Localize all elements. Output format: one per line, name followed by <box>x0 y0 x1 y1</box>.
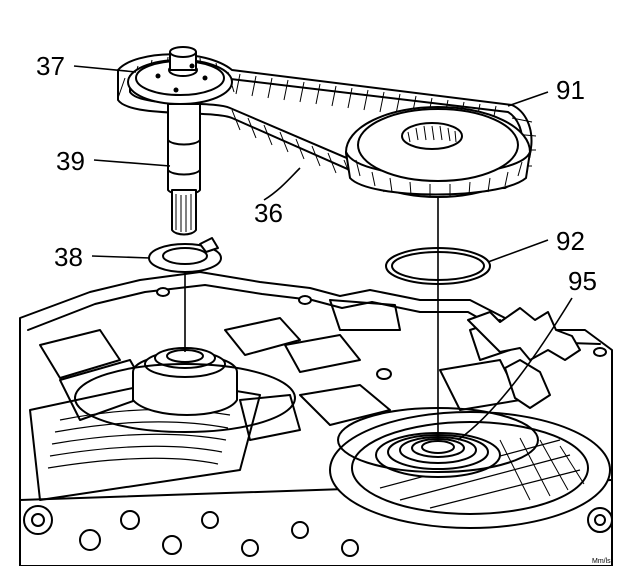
thrust-bearing-92 <box>385 247 491 285</box>
driven-shaft-39 <box>167 103 201 236</box>
callout-36: 36 <box>254 198 283 228</box>
callout-91: 91 <box>556 75 585 105</box>
callout-39: 39 <box>56 146 85 176</box>
callout-37: 37 <box>36 51 65 81</box>
drawing-id-mark: Mm/ls <box>592 558 611 565</box>
drive-sprocket-37 <box>127 46 233 105</box>
thrust-washer-38 <box>148 237 222 273</box>
callout-labels: 37 39 38 36 91 92 95 <box>36 51 597 296</box>
callout-95: 95 <box>568 266 597 296</box>
callout-92: 92 <box>556 226 585 256</box>
transaxle-case <box>19 271 613 566</box>
assembly-axis-lines <box>184 198 439 440</box>
driven-sprocket-91 <box>345 106 531 198</box>
callout-38: 38 <box>54 242 83 272</box>
callout-leaders <box>73 65 573 441</box>
